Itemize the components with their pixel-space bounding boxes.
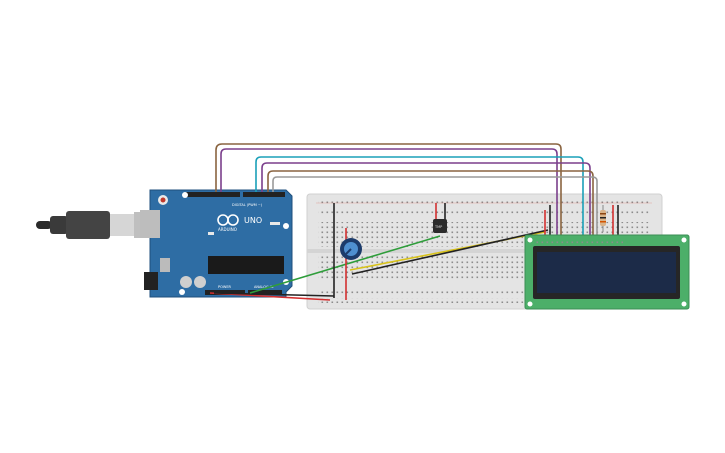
usb-cable <box>36 211 154 239</box>
board-brand-label: ARDUINO <box>218 227 237 232</box>
analog-header <box>248 290 282 295</box>
wire-brown <box>215 143 562 240</box>
digital-header-left <box>185 192 240 197</box>
top-power-rail <box>318 200 651 205</box>
wire-purple-2 <box>261 162 591 240</box>
power-jack <box>144 272 158 290</box>
board-model-label: UNO <box>244 216 262 225</box>
wire-cyan <box>255 156 584 240</box>
lcd-16x2-module <box>524 234 690 310</box>
lcd-pin-header <box>533 240 623 245</box>
lcd-screen <box>537 252 676 293</box>
wire-purple-1 <box>220 148 558 240</box>
temperature-sensor: TMP <box>433 219 447 233</box>
atmega-chip <box>208 256 284 274</box>
signal-wires <box>215 143 598 240</box>
power-header-label: POWER <box>218 285 232 289</box>
arduino-uno-board: ARDUINO UNO DIGITAL (PWM ~) POWER ANALOG… <box>140 189 293 298</box>
wire-brown-2 <box>267 170 594 240</box>
digital-header-right <box>243 192 285 197</box>
analog-header-label: ANALOG IN <box>254 285 274 289</box>
digital-header-label: DIGITAL (PWM ~) <box>232 203 263 207</box>
wire-grey <box>272 176 598 240</box>
resistor <box>600 205 606 232</box>
usb-port <box>140 210 160 238</box>
bottom-power-rail <box>318 290 651 295</box>
wire-gnd <box>213 292 335 297</box>
wire-analog-sensor <box>249 235 441 294</box>
sensor-label: TMP <box>434 225 442 229</box>
potentiometer <box>340 238 362 260</box>
capacitor <box>180 276 192 288</box>
